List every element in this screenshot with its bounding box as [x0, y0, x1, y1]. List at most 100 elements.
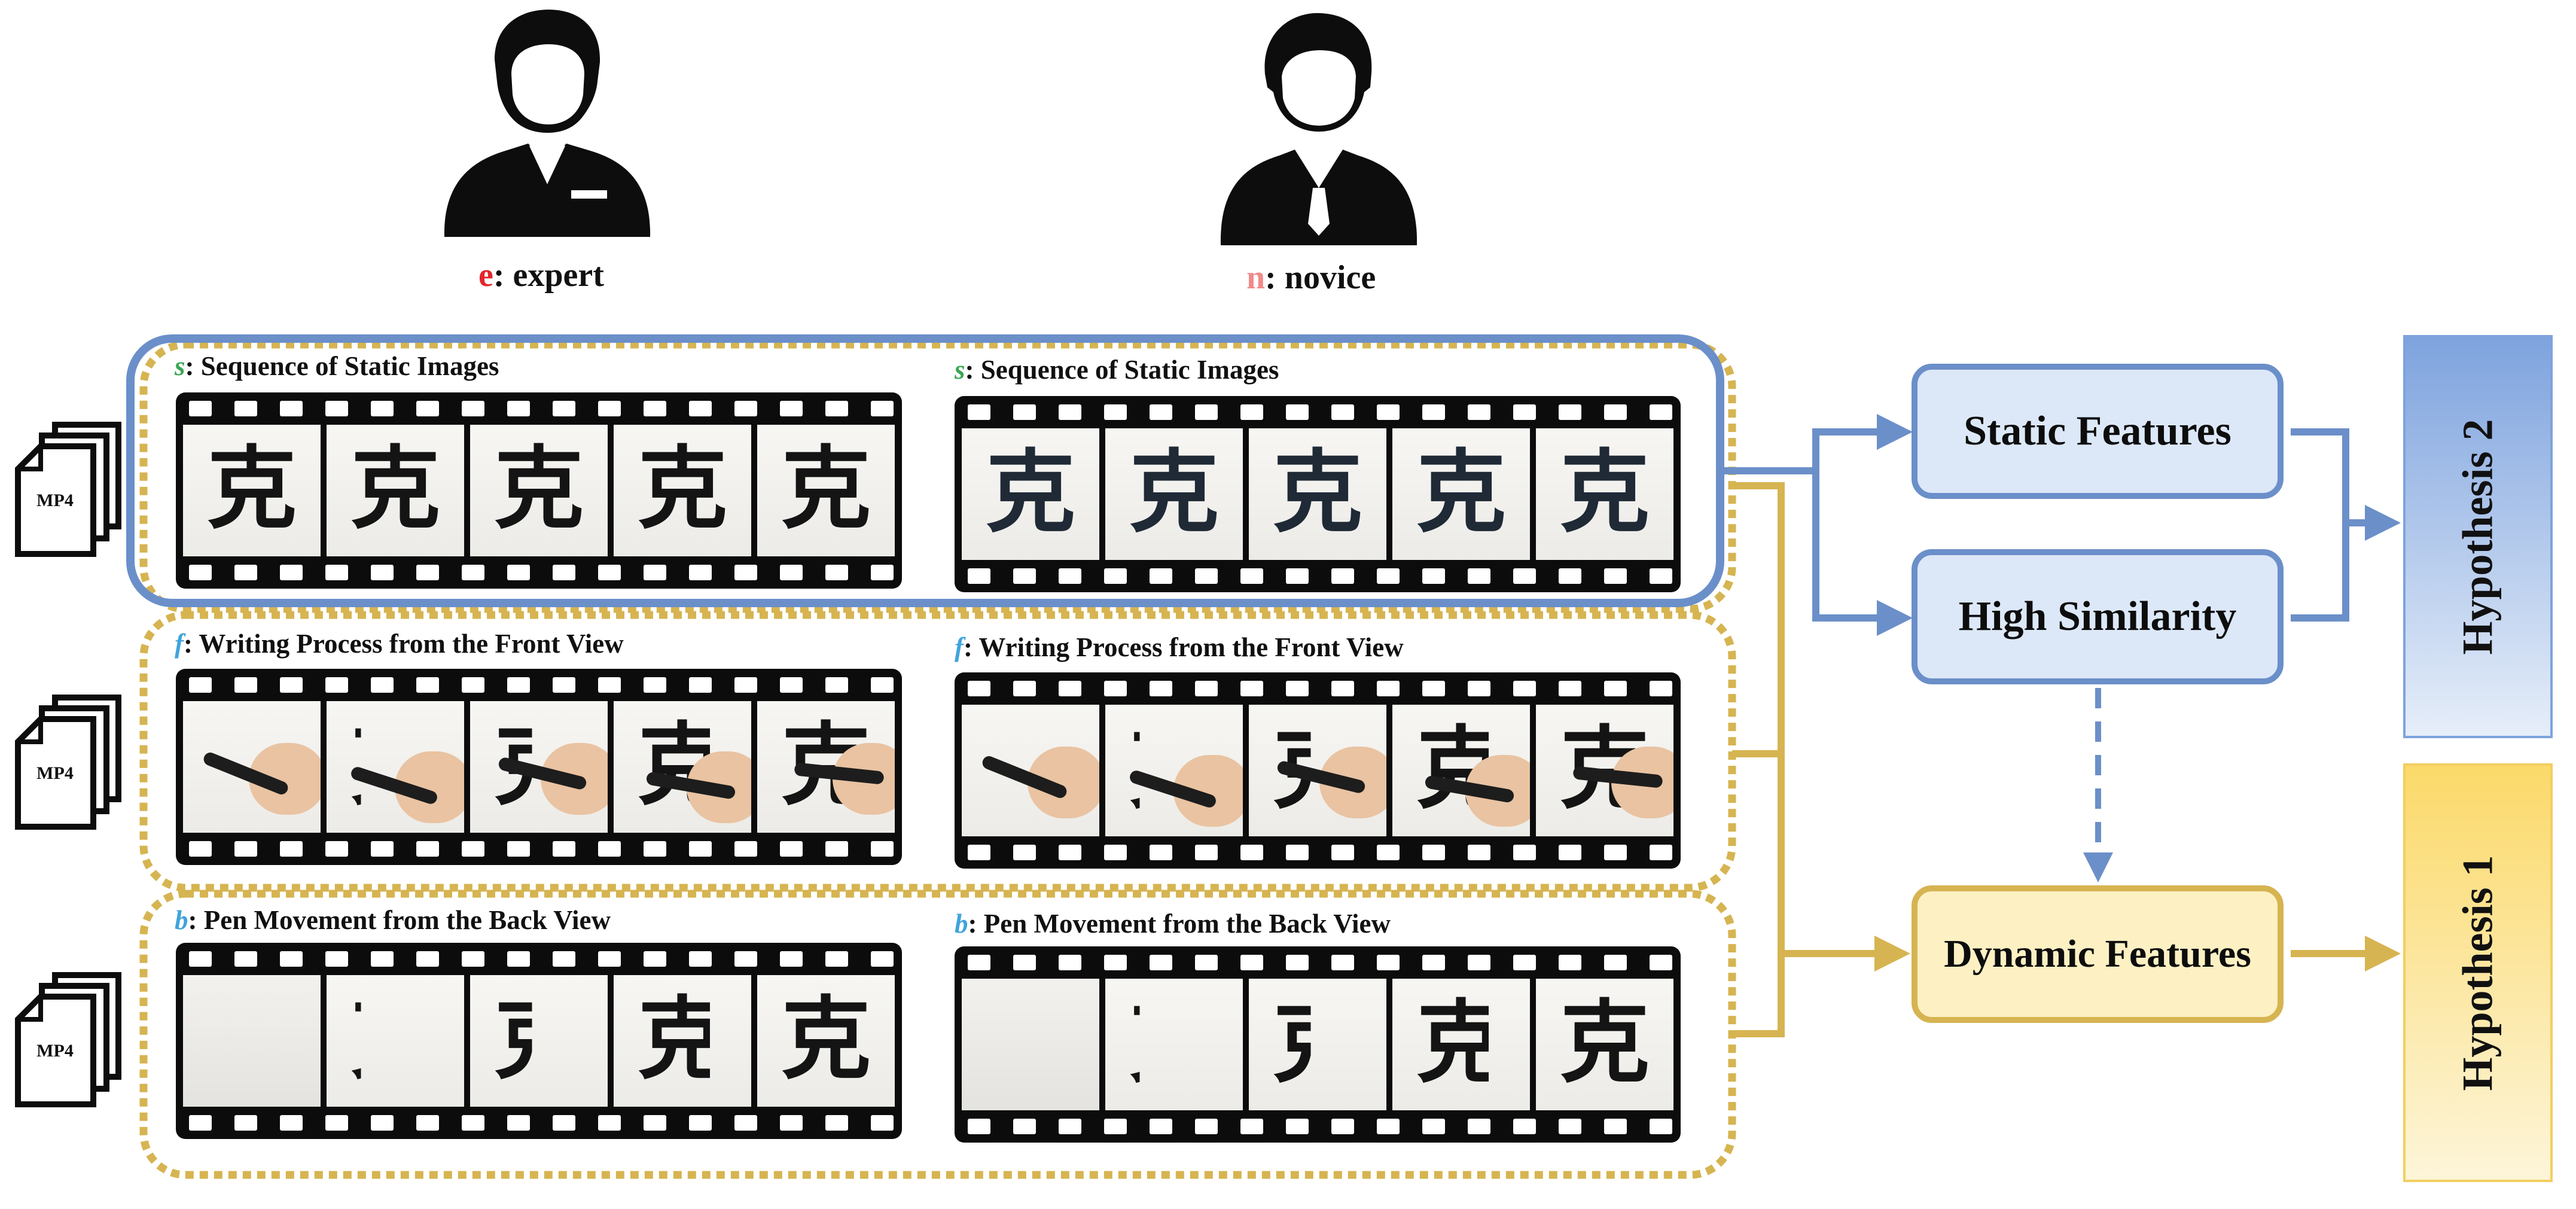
- sprocket-hole: [780, 677, 803, 693]
- sprocket-hole: [325, 841, 348, 857]
- sprocket-hole: [1468, 404, 1490, 420]
- expert-person-icon: [444, 10, 651, 237]
- sprocket-hole: [1468, 568, 1490, 584]
- sprocket-hole: [371, 677, 394, 693]
- sprocket-hole: [1604, 1119, 1627, 1134]
- sprocket-hole: [416, 841, 439, 857]
- high-similarity-box: High Similarity: [1912, 549, 2284, 684]
- film-frame: 克: [1392, 979, 1530, 1110]
- calligraphy-glyph: 克: [1129, 441, 1219, 545]
- novice-letter: n: [1246, 259, 1266, 296]
- sprocket-hole: [1286, 845, 1309, 860]
- sprocket-hole: [780, 1115, 803, 1131]
- film-frame: 克: [183, 425, 321, 556]
- sprocket-hole: [1604, 681, 1627, 696]
- sprocket-hole: [644, 565, 666, 580]
- sprocket-hole: [416, 951, 439, 967]
- sprocket-holes: [968, 955, 1675, 970]
- sprocket-hole: [689, 565, 712, 580]
- sprocket-hole: [1377, 404, 1400, 420]
- expert-back-film-strip: 克克克克: [176, 943, 902, 1139]
- sprocket-hole: [507, 841, 530, 857]
- sprocket-hole: [234, 565, 257, 580]
- novice-static-label: s: Sequence of Static Images: [955, 354, 1279, 385]
- sprocket-hole: [416, 401, 439, 416]
- sprocket-hole: [280, 401, 303, 416]
- sprocket-hole: [644, 677, 666, 693]
- sprocket-hole: [553, 1115, 575, 1131]
- film-frame: 克: [757, 975, 895, 1107]
- mp4-label: MP4: [36, 763, 74, 783]
- sprocket-hole: [1468, 845, 1490, 860]
- sprocket-holes: [189, 677, 896, 693]
- sprocket-hole: [1331, 404, 1354, 420]
- sprocket-hole: [462, 1115, 484, 1131]
- row-letter: f: [175, 629, 184, 659]
- calligraphy-glyph: 克: [1272, 441, 1362, 545]
- novice-back-label: b: Pen Movement from the Back View: [955, 908, 1391, 939]
- sprocket-hole: [507, 951, 530, 967]
- static-features-box: Static Features: [1912, 364, 2284, 499]
- sprocket-hole: [1150, 1119, 1172, 1134]
- sprocket-hole: [371, 401, 394, 416]
- sprocket-hole: [1195, 845, 1218, 860]
- sprocket-hole: [734, 401, 757, 416]
- sprocket-hole: [734, 677, 757, 693]
- expert-front-label: f: Writing Process from the Front View: [175, 628, 624, 659]
- film-frame: 克: [614, 425, 751, 556]
- novice-text: : novice: [1265, 259, 1376, 296]
- film-frame: 克: [470, 701, 608, 833]
- sprocket-hole: [1422, 1119, 1445, 1134]
- film-frame: 克: [614, 975, 751, 1107]
- calligraphy-glyph: 克: [637, 437, 727, 541]
- sprocket-hole: [1195, 1119, 1218, 1134]
- calligraphy-glyph: 克: [637, 988, 727, 1092]
- sprocket-hole: [1650, 955, 1672, 970]
- novice-person-icon: [1220, 13, 1417, 245]
- sprocket-hole: [189, 1115, 212, 1131]
- sprocket-hole: [1377, 845, 1400, 860]
- sprocket-hole: [507, 1115, 530, 1131]
- sprocket-hole: [1331, 681, 1354, 696]
- sprocket-hole: [734, 951, 757, 967]
- sprocket-hole: [1559, 404, 1581, 420]
- sprocket-hole: [1513, 1119, 1536, 1134]
- sprocket-hole: [234, 401, 257, 416]
- film-frames: 克克克克克: [183, 425, 895, 556]
- sprocket-holes: [968, 681, 1675, 696]
- sprocket-hole: [1059, 681, 1081, 696]
- sprocket-hole: [1604, 404, 1627, 420]
- sprocket-hole: [1650, 845, 1672, 860]
- sprocket-hole: [371, 565, 394, 580]
- sprocket-hole: [553, 841, 575, 857]
- expert-back-label: b: Pen Movement from the Back View: [175, 905, 611, 936]
- sprocket-hole: [780, 565, 803, 580]
- sprocket-hole: [1604, 568, 1627, 584]
- sprocket-hole: [462, 565, 484, 580]
- sprocket-hole: [1559, 568, 1581, 584]
- sprocket-hole: [1013, 845, 1036, 860]
- film-frames: 克克克克: [183, 975, 895, 1107]
- sprocket-hole: [280, 841, 303, 857]
- sprocket-hole: [234, 951, 257, 967]
- row-letter: b: [175, 905, 188, 935]
- similarity-to-h2: [2291, 523, 2349, 622]
- film-frame: 克: [183, 701, 321, 833]
- film-frame: 克: [327, 425, 464, 556]
- static-features-text: Static Features: [1964, 408, 2231, 454]
- mp4-label: MP4: [36, 1041, 74, 1061]
- sprocket-hole: [1150, 404, 1172, 420]
- sprocket-hole: [1104, 404, 1127, 420]
- sprocket-hole: [1150, 955, 1172, 970]
- film-frame: 克: [1536, 705, 1673, 836]
- sprocket-hole: [689, 841, 712, 857]
- sprocket-hole: [1468, 681, 1490, 696]
- sprocket-hole: [780, 841, 803, 857]
- sprocket-hole: [1377, 1119, 1400, 1134]
- sprocket-hole: [598, 951, 621, 967]
- sprocket-hole: [871, 1115, 894, 1131]
- hypothesis-2-text: Hypothesis 2: [2453, 418, 2502, 655]
- film-frames: 克克克克: [962, 979, 1673, 1110]
- film-frame: [962, 979, 1099, 1110]
